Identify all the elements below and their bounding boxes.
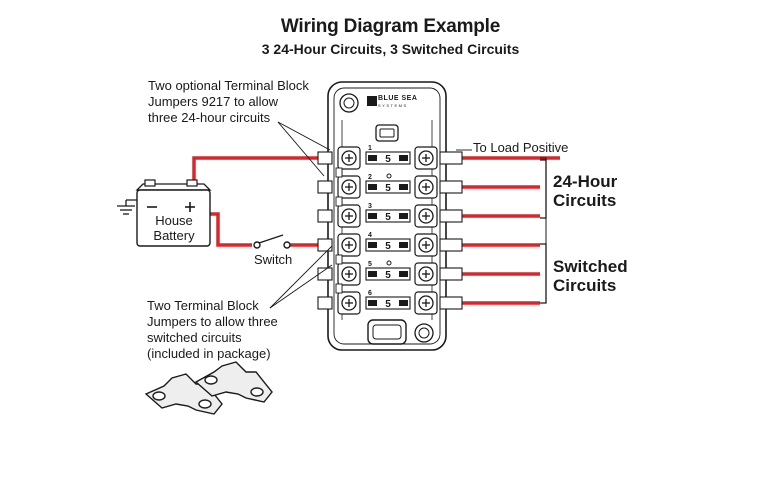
brace-switched	[540, 243, 547, 304]
note-line: Jumpers to allow three	[147, 314, 278, 329]
fuse-rating: 5	[385, 154, 391, 165]
fuse-blade	[368, 213, 377, 219]
fuse-rating: 5	[385, 241, 391, 252]
fuse-blade	[368, 184, 377, 190]
terminal-jumper	[335, 167, 343, 178]
brace-line	[540, 157, 547, 303]
ring-lug	[439, 267, 463, 281]
battery-positive-wire	[192, 156, 318, 183]
label-line: Circuits	[553, 191, 617, 210]
circuit-number: 3	[368, 203, 372, 210]
battery-icon	[135, 179, 212, 247]
note-line: switched circuits	[147, 330, 242, 345]
ring-lug	[317, 296, 333, 310]
group-24h-label: 24-Hour Circuits	[553, 172, 617, 210]
terminal-jumper	[335, 283, 343, 294]
fuse-blade	[399, 242, 408, 248]
fuse-blade	[368, 155, 377, 161]
circuit-number: 1	[368, 145, 372, 152]
circuit-number: 2	[368, 174, 372, 181]
diagram-subtitle: 3 24-Hour Circuits, 3 Switched Circuits	[261, 41, 520, 57]
brand-logo: BLUE SEA SYSTEMS	[378, 95, 417, 109]
fuse-blade	[399, 300, 408, 306]
to-load-label: To Load Positive	[473, 140, 569, 155]
ring-lug	[317, 238, 333, 252]
brace-24h	[540, 159, 547, 219]
note-line: Two optional Terminal Block	[148, 78, 309, 93]
label-line: House	[155, 213, 193, 228]
fuse-rating: 5	[385, 183, 391, 194]
fuse-rating: 5	[385, 299, 391, 310]
included-jumpers-note: Two Terminal Block Jumpers to allow thre…	[147, 298, 278, 362]
terminal-jumper	[335, 254, 343, 265]
note-line: (included in package)	[147, 346, 271, 361]
fuse-blade	[399, 271, 408, 277]
diagram-title: Wiring Diagram Example	[280, 16, 501, 37]
ring-lug	[317, 267, 333, 281]
fuse-rating: 5	[385, 212, 391, 223]
label-line: Circuits	[553, 276, 617, 295]
ring-lug	[317, 209, 333, 223]
fuse-rating: 5	[385, 270, 391, 281]
fuse-blade	[368, 242, 377, 248]
optional-jumpers-note: Two optional Terminal Block Jumpers 9217…	[148, 78, 309, 126]
fuse-blade	[399, 213, 408, 219]
battery-label: House Battery	[148, 213, 200, 243]
leader-lines	[269, 121, 472, 309]
fuse-blade	[399, 184, 408, 190]
fuse-blade	[368, 271, 377, 277]
ring-lug	[439, 151, 463, 165]
terminal-jumper	[335, 196, 343, 207]
brand-name: BLUE SEA	[378, 95, 418, 102]
indicator-led	[386, 173, 392, 179]
label-line: Battery	[153, 228, 195, 243]
ring-lug	[317, 151, 333, 165]
fuse-blade	[368, 300, 377, 306]
fuse-blade	[399, 155, 408, 161]
note-line: three 24-hour circuits	[148, 110, 271, 125]
note-line: Two Terminal Block	[147, 298, 259, 313]
circuit-number: 5	[368, 261, 372, 268]
brand-sub: SYSTEMS	[378, 103, 408, 108]
label-line: Switched	[553, 257, 628, 276]
fuse-rows: 5 1 5 2 5 3 5 4 5 5 5 6	[317, 145, 463, 315]
group-switched-label: Switched Circuits	[553, 257, 628, 295]
ring-lug	[439, 180, 463, 194]
ring-lug	[439, 296, 463, 310]
circuit-number: 6	[368, 290, 372, 297]
jumper-illustration	[144, 361, 273, 415]
switch-icon	[253, 234, 291, 249]
circuit-number: 4	[368, 232, 372, 239]
label-line: 24-Hour	[553, 172, 618, 191]
ring-lug	[439, 238, 463, 252]
ring-lug	[317, 180, 333, 194]
ring-lug	[439, 209, 463, 223]
switch-label: Switch	[254, 252, 293, 267]
indicator-led	[386, 260, 392, 266]
note-line: Jumpers 9217 to allow	[148, 94, 279, 109]
